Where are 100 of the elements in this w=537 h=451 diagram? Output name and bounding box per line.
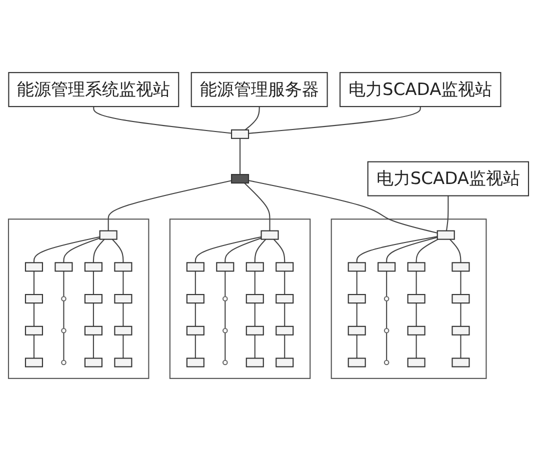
- node-circle: [384, 360, 390, 366]
- node-box: [114, 262, 132, 272]
- connector: [386, 236, 438, 263]
- connector: [284, 271, 286, 295]
- connector: [284, 303, 286, 326]
- node-circle: [222, 328, 228, 334]
- connector: [194, 236, 262, 263]
- connector: [416, 238, 438, 263]
- node-box: [276, 326, 294, 336]
- node-box: [114, 326, 132, 336]
- connector: [112, 238, 124, 263]
- node-circle: [61, 328, 66, 334]
- connector: [273, 238, 286, 263]
- node-circle: [384, 296, 390, 302]
- node-box: [84, 262, 102, 272]
- connector: [254, 303, 256, 326]
- connector: [254, 271, 256, 295]
- node-box: [348, 262, 366, 272]
- connector: [92, 271, 94, 295]
- connector: [63, 238, 100, 263]
- connector: [356, 303, 358, 326]
- node-box: [260, 230, 279, 240]
- connector: [63, 332, 64, 360]
- node-box: [452, 326, 470, 336]
- connector: [460, 334, 462, 358]
- node-box: [84, 358, 102, 368]
- node-box: [348, 326, 366, 336]
- node-box: 电力SCADA监视站: [367, 161, 530, 196]
- node-box: [186, 294, 204, 304]
- connector: [33, 271, 35, 295]
- connector: [194, 334, 196, 358]
- cluster: [330, 218, 487, 379]
- connector: [416, 271, 417, 295]
- connector: [92, 238, 105, 263]
- node-circle: [384, 328, 390, 334]
- node-box: 电力SCADA监视站: [340, 72, 502, 108]
- connector: [254, 238, 266, 263]
- node-box: [276, 358, 294, 368]
- connector: [356, 271, 358, 295]
- connector: [194, 303, 196, 326]
- node-box: [246, 358, 264, 368]
- node-box: [216, 262, 234, 272]
- node-box: [246, 326, 264, 336]
- connector: [244, 106, 260, 130]
- connector: [356, 334, 358, 358]
- node-box: [452, 262, 470, 272]
- connector: [386, 332, 388, 360]
- connector: [460, 271, 462, 295]
- connector: [284, 334, 286, 358]
- connector: [254, 334, 256, 358]
- connector: [33, 236, 100, 263]
- node-box: [24, 358, 43, 368]
- connector: [240, 138, 241, 175]
- node-box: [99, 230, 118, 240]
- connector: [248, 106, 421, 134]
- connector: [122, 271, 124, 295]
- connector: [194, 271, 196, 295]
- cluster: [8, 218, 150, 379]
- node-box: [378, 262, 396, 272]
- connector: [449, 238, 462, 263]
- connector: [416, 334, 417, 358]
- connector: [386, 271, 388, 297]
- connector: [460, 303, 462, 326]
- node-box: [348, 358, 366, 368]
- node-box: [24, 262, 43, 272]
- connector: [92, 334, 94, 358]
- node-box: [186, 262, 204, 272]
- node-box: [114, 294, 132, 304]
- node-box: 能源管理系统监视站: [8, 72, 180, 108]
- node-box: [84, 294, 102, 304]
- node-box: [231, 129, 250, 139]
- connector: [108, 180, 232, 231]
- node-box: [114, 358, 132, 368]
- node-box: [24, 294, 43, 304]
- connector: [224, 332, 226, 360]
- node-box: [186, 358, 204, 368]
- node-box: [407, 358, 426, 368]
- connector: [63, 271, 64, 297]
- connector: [244, 182, 270, 231]
- connector: [386, 300, 388, 329]
- node-box: [276, 294, 294, 304]
- node-box: [452, 294, 470, 304]
- connector: [416, 303, 417, 326]
- connector: [33, 303, 35, 326]
- node-box: [407, 326, 426, 336]
- node-circle: [222, 296, 228, 302]
- node-box: [436, 230, 455, 240]
- connector: [224, 238, 262, 263]
- connector: [63, 300, 64, 329]
- node-box: [54, 262, 73, 272]
- node-circle: [61, 360, 66, 366]
- node-box: [452, 358, 470, 368]
- node-box: [407, 294, 426, 304]
- connector: [224, 271, 226, 297]
- node-box: 能源管理服务器: [190, 72, 328, 108]
- node-bar: [231, 174, 250, 184]
- connector: [446, 196, 449, 231]
- connector: [224, 300, 226, 329]
- node-box: [84, 326, 102, 336]
- connector: [93, 106, 232, 134]
